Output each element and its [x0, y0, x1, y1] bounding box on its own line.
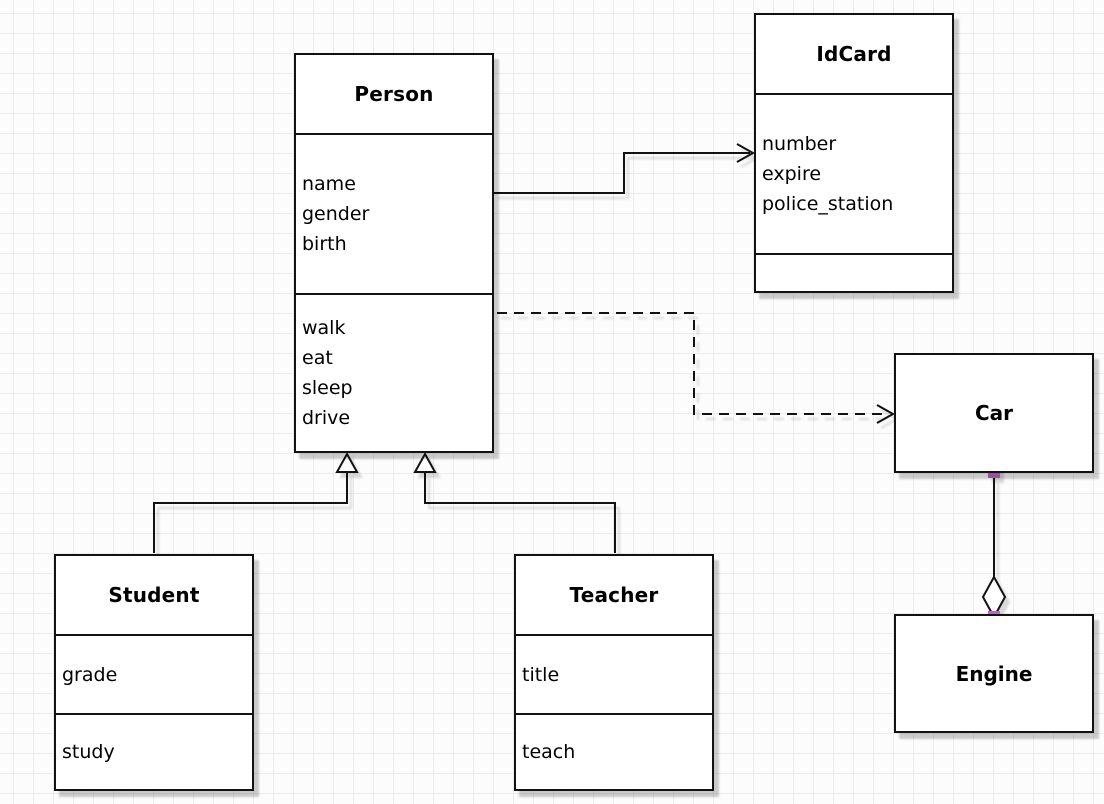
attribute-row: gender: [302, 203, 370, 225]
method-row: walk: [302, 317, 346, 339]
attribute-row: expire: [762, 163, 822, 185]
class-idcard-attributes: number expire police_station: [756, 93, 952, 253]
method-row: teach: [522, 741, 576, 763]
open-arrow-icon: [736, 143, 756, 163]
attribute-row: number: [762, 133, 837, 155]
open-arrow-icon: [876, 404, 896, 424]
edge-car-engine[interactable]: [981, 466, 1007, 623]
hollow-triangle-icon: [335, 451, 359, 473]
class-engine-title: Engine: [955, 661, 1033, 686]
attribute-row: grade: [62, 663, 118, 686]
attribute-row: police_station: [762, 193, 894, 215]
class-person[interactable]: Person name gender birth walk eat sleep …: [294, 53, 494, 453]
class-car-title: Car: [974, 401, 1014, 425]
class-student-attributes: grade: [56, 634, 252, 713]
class-idcard[interactable]: IdCard number expire police_station: [754, 13, 954, 293]
class-car[interactable]: Car: [894, 353, 1094, 473]
method-row: eat: [302, 347, 333, 369]
class-person-title: Person: [354, 82, 434, 106]
class-person-attributes: name gender birth: [296, 133, 492, 293]
method-row: drive: [302, 407, 351, 429]
class-engine[interactable]: Engine: [894, 614, 1094, 733]
method-row: study: [62, 741, 115, 763]
class-student-methods: study: [56, 713, 252, 789]
class-teacher[interactable]: Teacher title teach: [514, 554, 714, 791]
class-person-methods: walk eat sleep drive: [296, 293, 492, 451]
hollow-triangle-icon: [413, 451, 437, 473]
edge-person-idcard[interactable]: [494, 143, 756, 194]
class-teacher-methods: teach: [516, 713, 712, 789]
attribute-row: birth: [302, 233, 347, 255]
edge-student-person[interactable]: [153, 451, 359, 553]
edge-person-car[interactable]: [497, 312, 896, 424]
class-idcard-title: IdCard: [816, 42, 892, 66]
class-idcard-methods: [756, 253, 952, 291]
class-teacher-title: Teacher: [569, 583, 659, 607]
class-teacher-attributes: title: [516, 634, 712, 713]
class-student[interactable]: Student grade study: [54, 554, 254, 791]
attribute-row: title: [522, 663, 560, 686]
class-student-title: Student: [108, 583, 200, 607]
edge-teacher-person[interactable]: [413, 451, 616, 553]
attribute-row: name: [302, 173, 356, 195]
method-row: sleep: [302, 377, 353, 399]
